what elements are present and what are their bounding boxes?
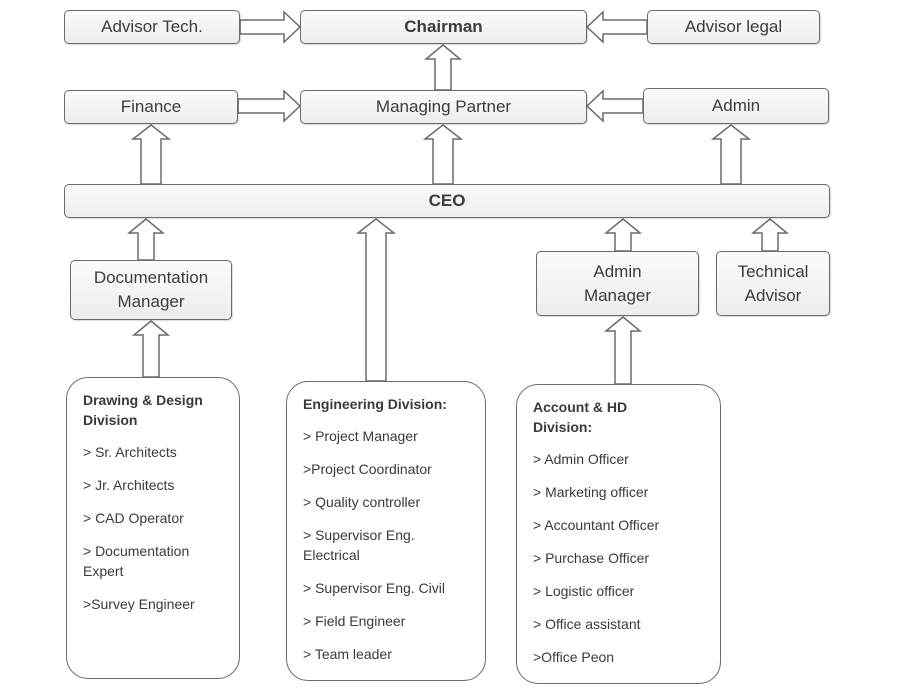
division-title: Account & HD Division:	[533, 399, 628, 435]
chairman-label: Chairman	[404, 17, 483, 36]
admin-box: Admin	[643, 88, 829, 124]
division-item: > Field Engineer	[303, 613, 406, 629]
division-item: > Accountant Officer	[533, 517, 660, 533]
ceo-to-admin-arrow	[710, 124, 752, 185]
division-title: Engineering Division:	[303, 396, 447, 412]
managing-partner-to-chairman-arrow	[423, 44, 463, 91]
division-item: > Supervisor Eng. Civil	[303, 580, 446, 596]
division-item: > Documentation Expert	[83, 543, 190, 579]
division-item: > CAD Operator	[83, 510, 184, 526]
advisor-tech-box: Advisor Tech.	[64, 10, 240, 44]
admin-label: Admin	[711, 96, 761, 115]
documentation-manager-label: Documentation Manager	[93, 268, 209, 311]
drawing-design-division-panel: Drawing & Design Division > Sr. Architec…	[66, 377, 240, 679]
ceo-to-managing-partner-arrow	[422, 124, 464, 185]
division-item: > Logistic officer	[533, 583, 635, 599]
advisor-legal-label: Advisor legal	[684, 17, 783, 36]
division-item: >Survey Engineer	[83, 596, 195, 612]
advisor-tech-label: Advisor Tech.	[101, 17, 203, 36]
managing-partner-label: Managing Partner	[375, 97, 512, 116]
ceo-box: CEO	[64, 184, 830, 218]
engineering-division-panel: Engineering Division: > Project Manager …	[286, 381, 486, 681]
chairman-box: Chairman	[300, 10, 587, 44]
division-item: > Office assistant	[533, 616, 641, 632]
division-title: Drawing & Design Division	[83, 392, 203, 428]
account-hd-division-panel: Account & HD Division: > Admin Officer >…	[516, 384, 721, 684]
division-item: > Team leader	[303, 646, 392, 662]
advisor-tech-to-chairman-arrow	[239, 10, 302, 44]
drawing-division-to-documentation-manager-arrow	[131, 320, 171, 378]
admin-manager-box: Admin Manager	[536, 251, 699, 316]
technical-advisor-box: Technical Advisor	[716, 251, 830, 316]
division-item: >Project Coordinator	[303, 461, 432, 477]
division-item: > Supervisor Eng. Electrical	[303, 527, 415, 563]
division-item: > Admin Officer	[533, 451, 629, 467]
ceo-label: CEO	[428, 191, 466, 210]
ceo-to-finance-arrow	[130, 124, 172, 185]
finance-to-managing-partner-arrow	[237, 89, 302, 123]
division-item: > Project Manager	[303, 428, 418, 444]
admin-manager-to-ceo-arrow	[603, 218, 643, 252]
division-item: > Marketing officer	[533, 484, 649, 500]
engineering-division-to-ceo-arrow	[355, 218, 397, 382]
documentation-manager-to-ceo-arrow	[126, 218, 166, 261]
technical-advisor-label: Technical Advisor	[737, 261, 809, 305]
admin-manager-label: Admin Manager	[583, 261, 652, 305]
advisor-legal-to-chairman-arrow	[585, 10, 648, 44]
managing-partner-box: Managing Partner	[300, 90, 587, 124]
finance-box: Finance	[64, 90, 238, 124]
division-item: > Purchase Officer	[533, 550, 650, 566]
division-item: > Jr. Architects	[83, 477, 175, 493]
division-item: >Office Peon	[533, 649, 615, 665]
finance-label: Finance	[120, 97, 182, 116]
account-division-to-admin-manager-arrow	[603, 316, 643, 385]
admin-to-managing-partner-arrow	[585, 89, 644, 123]
documentation-manager-box: Documentation Manager	[70, 260, 232, 320]
technical-advisor-to-ceo-arrow	[750, 218, 790, 252]
advisor-legal-box: Advisor legal	[647, 10, 820, 44]
division-item: > Sr. Architects	[83, 444, 177, 460]
division-item: > Quality controller	[303, 494, 421, 510]
